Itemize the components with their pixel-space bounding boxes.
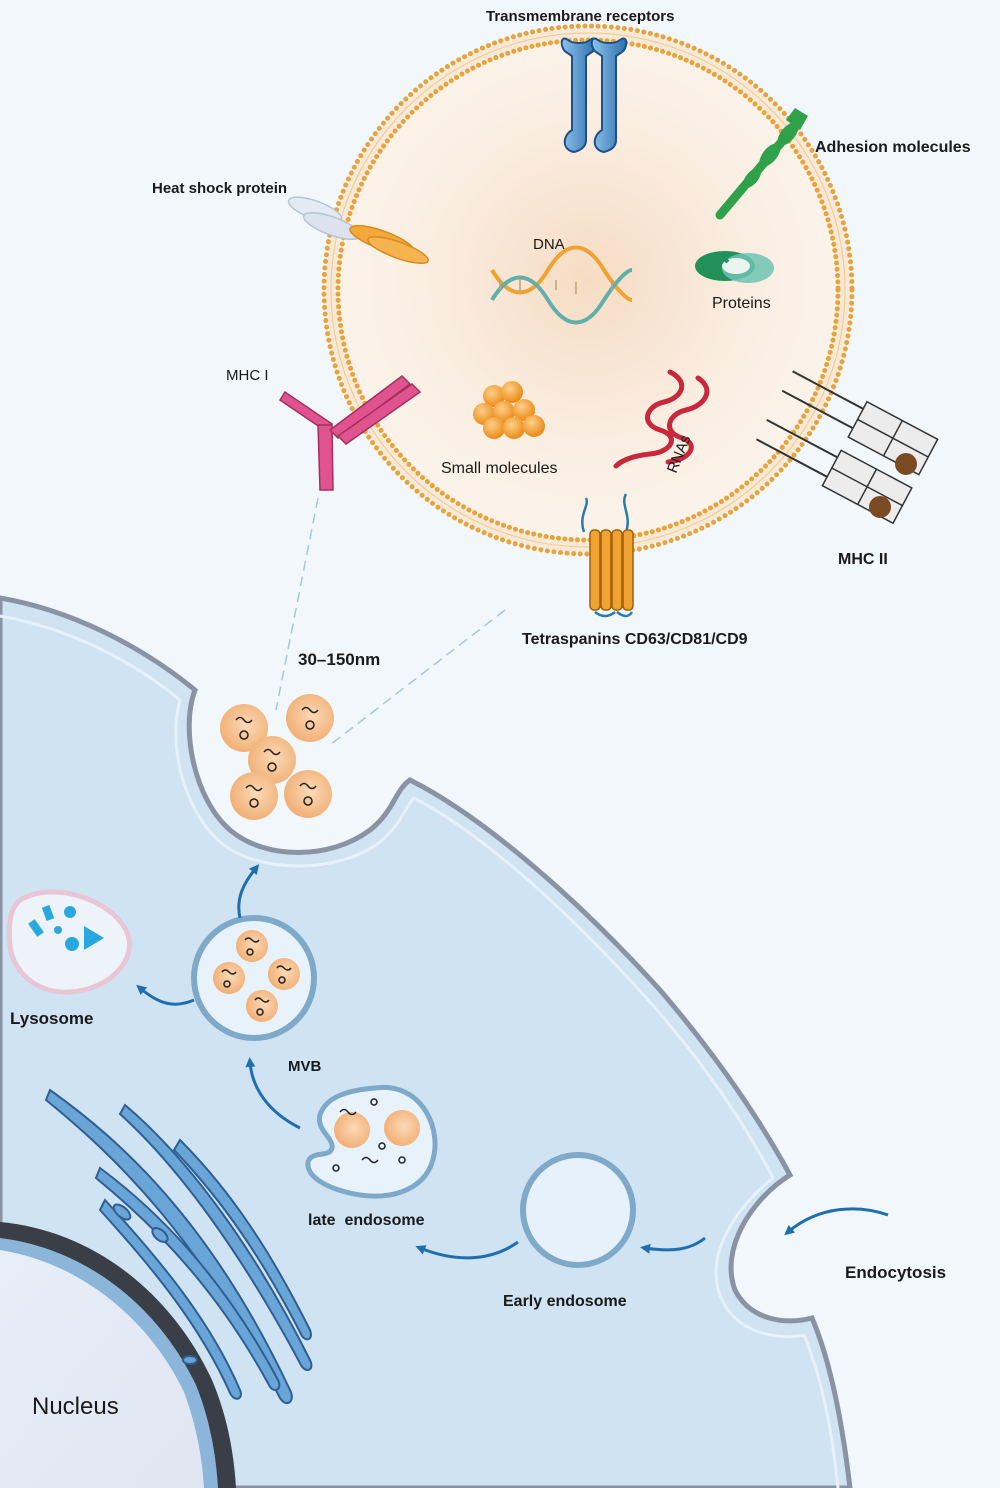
released-exosomes xyxy=(220,694,334,820)
nucleus-label: Nucleus xyxy=(32,1393,119,1420)
heat-shock-protein xyxy=(287,196,429,265)
endocytosis-label: Endocytosis xyxy=(845,1263,946,1282)
mvb-label: MVB xyxy=(288,1058,322,1075)
lipid-bilayer-inner xyxy=(335,37,841,543)
arrow-to-lysosome xyxy=(136,984,195,1006)
heat-shock-protein-label: Heat shock protein xyxy=(152,180,287,197)
adhesion-molecule xyxy=(715,108,808,220)
late-endosome xyxy=(305,1084,438,1199)
early-endosome-label: Early endosome xyxy=(503,1293,627,1310)
zoom-lines xyxy=(275,497,506,746)
lysosome-label: Lysosome xyxy=(10,1009,93,1028)
dna-label: DNA xyxy=(533,236,565,253)
small-molecules-label: Small molecules xyxy=(441,460,557,477)
arrow-to-early-endosome xyxy=(640,1236,706,1254)
multivesicular-body xyxy=(191,915,317,1041)
golgi-apparatus xyxy=(44,1088,313,1405)
mhc-i-label: MHC I xyxy=(226,367,269,384)
mhc-ii-label: MHC II xyxy=(838,551,888,568)
transmembrane-receptors-label: Transmembrane receptors xyxy=(486,8,674,25)
small-molecules xyxy=(473,381,545,439)
mvb-vesicles xyxy=(213,930,300,1022)
late-endosome-label: late endosome xyxy=(308,1212,425,1229)
arrow-to-late-endosome xyxy=(415,1240,519,1260)
arrow-to-mvb xyxy=(245,1057,301,1130)
cell-membrane-inner xyxy=(0,614,840,1488)
early-endosome xyxy=(520,1152,636,1268)
mhc-ii xyxy=(755,370,939,525)
dna-double-helix xyxy=(490,245,633,325)
lysosome xyxy=(6,889,132,995)
size-label: 30–150nm xyxy=(298,650,380,669)
proteins-label: Proteins xyxy=(712,295,771,312)
lipid-bilayer-outer xyxy=(321,23,855,557)
tetraspanins-label: Tetraspanins CD63/CD81/CD9 xyxy=(522,631,748,648)
arrow-to-surface xyxy=(237,864,260,919)
mhc-i xyxy=(278,375,422,491)
adhesion-molecules-label: Adhesion molecules xyxy=(815,139,971,156)
proteins xyxy=(695,251,774,283)
endocytosis-arrow xyxy=(784,1207,889,1236)
nucleus: Nucleus xyxy=(0,1222,236,1488)
tetraspanins xyxy=(581,493,634,618)
rnas xyxy=(613,369,710,469)
exosome xyxy=(321,23,855,557)
transmembrane-receptor xyxy=(560,37,628,154)
